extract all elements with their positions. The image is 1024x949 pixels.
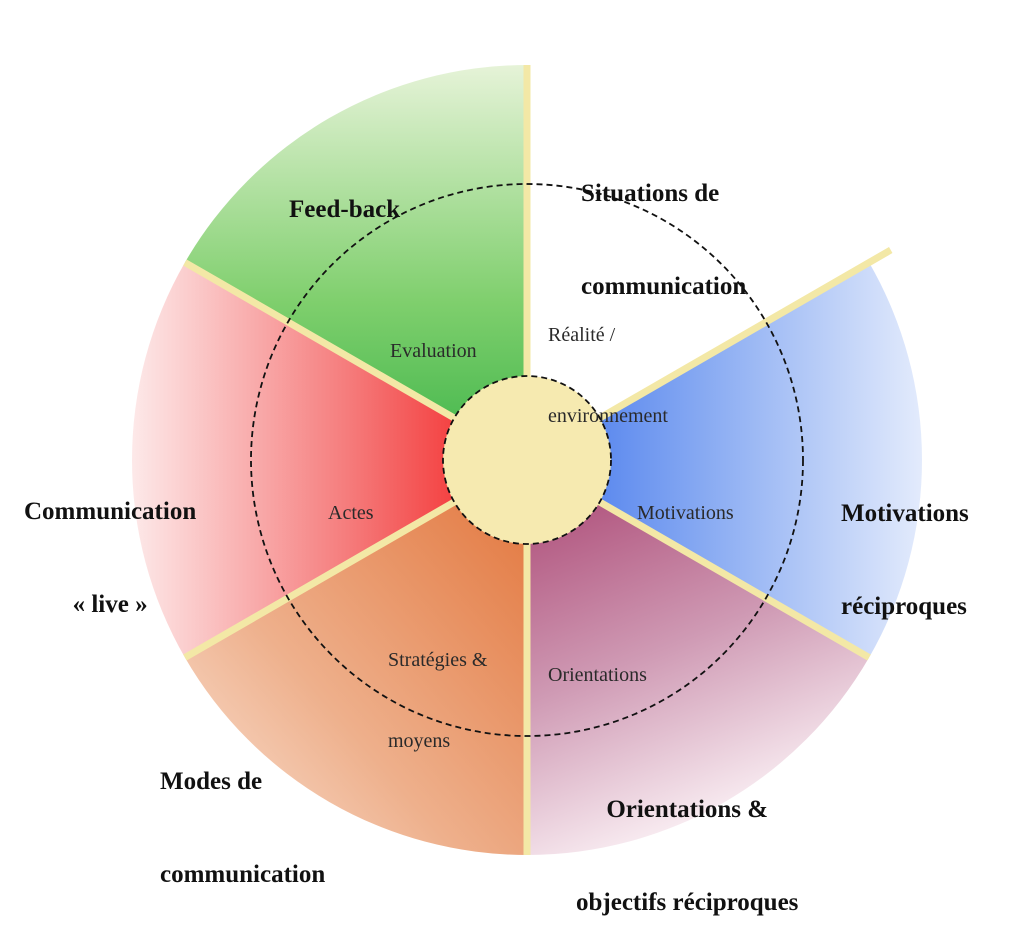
sector-orientations <box>527 460 870 855</box>
label-motivations-line-2: réciproques <box>841 593 967 620</box>
inner-actes-line-1: Actes <box>328 502 374 524</box>
inner-orientations-line-1: Orientations <box>548 664 647 686</box>
inner-evaluation-line-1: Evaluation <box>390 340 477 362</box>
inner-label-motivations: Motivations <box>637 446 734 554</box>
label-feedback-line-1: Feed-back <box>289 196 401 223</box>
label-orientations-objectifs: Orientations & objectifs réciproques <box>576 732 798 949</box>
label-live-line-1: Communication <box>24 498 197 525</box>
center-hub <box>442 375 612 545</box>
sector-motivations <box>527 262 922 658</box>
sector-feedback <box>184 65 527 460</box>
inner-motivations-line-1: Motivations <box>637 502 734 524</box>
sector-situations <box>527 65 870 460</box>
sector-live <box>132 262 527 658</box>
label-modes-line-2: communication <box>160 861 326 888</box>
inner-label-realite-environnement: Réalité / environnement <box>548 268 668 457</box>
label-live-line-2: « live » <box>72 591 148 618</box>
label-situations-line-2: communication <box>581 273 747 300</box>
label-feedback: Feed-back <box>289 132 400 256</box>
dashed-middle-ring <box>250 183 804 737</box>
label-situations-de-communication: Situations de communication <box>581 116 746 333</box>
label-communication-live: Communication « live » <box>24 434 196 651</box>
inner-realite-line-1: Réalité / <box>548 324 616 346</box>
inner-label-strategies-moyens: Stratégies & moyens <box>388 593 487 782</box>
inner-strategies-line-2: moyens <box>388 730 451 752</box>
label-motivations-line-1: Motivations <box>841 500 969 527</box>
label-orientations-line-1: Orientations & <box>606 796 769 823</box>
label-motivations-reciproques: Motivations réciproques <box>841 436 969 653</box>
inner-label-actes: Actes <box>328 446 374 554</box>
inner-label-orientations: Orientations <box>548 608 647 716</box>
label-modes-line-1: Modes de <box>160 768 263 795</box>
label-modes-de-communication: Modes de communication <box>160 704 325 921</box>
inner-label-evaluation: Evaluation <box>390 284 477 392</box>
sector-modes <box>184 460 527 855</box>
communication-wheel-diagram <box>132 65 922 855</box>
inner-realite-line-2: environnement <box>548 405 668 427</box>
label-situations-line-1: Situations de <box>581 180 720 207</box>
inner-strategies-line-1: Stratégies & <box>388 649 488 671</box>
label-orientations-line-2: objectifs réciproques <box>576 889 799 916</box>
